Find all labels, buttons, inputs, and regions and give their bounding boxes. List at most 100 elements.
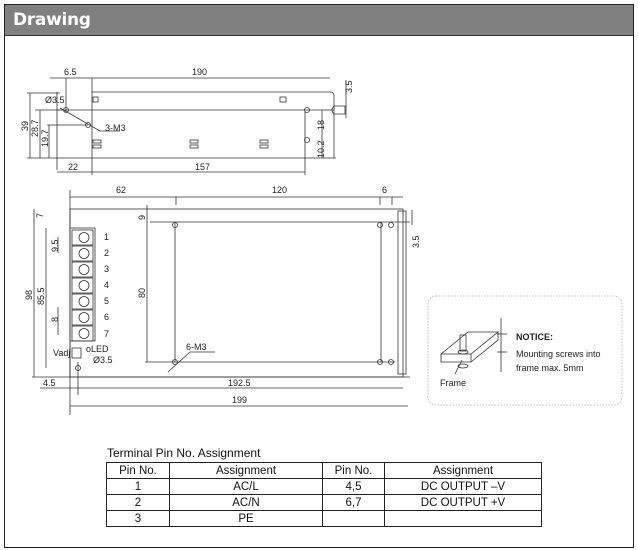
drawing-line (459, 334, 467, 352)
dimension-label: 9.5 (50, 239, 60, 252)
drawing-line (78, 328, 90, 339)
section-header: Drawing (5, 5, 633, 36)
drawing-line (388, 222, 394, 228)
drawing-line (457, 363, 469, 369)
top-view: 6.5 190 Ø3.5 3-M3 22 157 39 28.7 19.7 3.… (20, 67, 354, 175)
vadj-potentiometer-icon (71, 347, 82, 359)
drawing-line (71, 309, 94, 326)
dimension-label: 6.5 (64, 67, 77, 77)
dimension-label: 157 (195, 162, 210, 172)
drawing-line (279, 96, 287, 103)
dimension-label: 4.5 (43, 378, 56, 388)
dimension-label: 98 (24, 290, 34, 300)
drawing-line (71, 261, 94, 278)
drawing-line (78, 248, 90, 259)
drawing-line: 62 120 6 1 2 3 4 5 6 7 Vadj oLED Ø3.5 6-… (24, 185, 421, 405)
pin-table-title: Terminal Pin No. Assignment (107, 446, 261, 460)
dimension-label: 3.5 (411, 235, 421, 248)
drawing-line (377, 359, 383, 365)
mount-hole-icon (304, 107, 310, 113)
drawing-line (172, 222, 178, 228)
drawing-line (92, 139, 102, 144)
drawing-line (78, 264, 90, 275)
dimension-label: 6 (382, 185, 387, 195)
dimension-label: 28.7 (30, 119, 40, 137)
drawing-line (59, 107, 101, 132)
dimension-label: 6 (104, 312, 109, 322)
drawing-line (189, 144, 199, 149)
dimension-label: 3.5 (344, 80, 354, 93)
drawing-line (427, 295, 623, 406)
drawing-line (78, 296, 90, 307)
dimension-label: 80 (137, 288, 147, 298)
dimension-label: 85.5 (36, 287, 46, 305)
drawing-line (71, 325, 94, 342)
dimension-label: 3 (104, 264, 109, 274)
drawing-line (388, 359, 394, 365)
dimension-label: Ø3.5 (93, 355, 113, 365)
drawing-line (71, 277, 94, 294)
dimension-label: 7 (104, 329, 109, 339)
dimension-label: 3-M3 (105, 123, 126, 133)
drawing-line (397, 210, 407, 375)
drawing-line: 6.5 190 Ø3.5 3-M3 22 157 39 28.7 19.7 3.… (20, 67, 354, 172)
drawing-line (329, 91, 335, 158)
drawing-line (189, 139, 199, 144)
dimension-label: Frame (440, 378, 466, 388)
dimension-label: Ø3.5 (45, 95, 65, 105)
drawing-line (92, 96, 99, 103)
front-view: 62 120 6 1 2 3 4 5 6 7 Vadj oLED Ø3.5 6-… (24, 185, 421, 415)
dimension-label: 120 (272, 185, 287, 195)
drawing-line (71, 245, 94, 262)
notice-box: NOTICE: Mounting screws into frame max. … (427, 295, 623, 406)
drawing-line: NOTICE: Mounting screws into frame max. … (440, 332, 601, 388)
vent-slots (92, 139, 269, 149)
dimension-label: NOTICE: (516, 332, 553, 342)
drawing-line (440, 332, 499, 363)
drawing-line (259, 144, 269, 149)
dimension-label: 192.5 (228, 378, 251, 388)
dimension-label: 9 (137, 215, 147, 220)
dimension-label: frame max. 5mm (516, 363, 584, 373)
dimension-label: 7 (35, 213, 45, 218)
dimension-label: 1 (104, 232, 109, 242)
section-title: Drawing (13, 10, 91, 30)
drawing-line (259, 139, 269, 144)
dimension-label: Vadj (53, 348, 70, 358)
dimension-label: 39 (20, 121, 30, 131)
drawing-line (167, 351, 191, 373)
dimension-label: Mounting screws into (516, 349, 601, 359)
mount-hole-icon (85, 122, 91, 128)
screw-frame-icon (439, 318, 507, 375)
drawing-line (71, 293, 94, 310)
dimension-label: oLED (86, 344, 109, 354)
dimension-label: 10.2 (316, 140, 326, 158)
dimension-label: 2 (104, 248, 109, 258)
mount-hole-icon (304, 137, 310, 143)
dimension-label: 19.7 (40, 129, 50, 147)
dimension-label: 62 (116, 185, 126, 195)
dimension-label: 22 (68, 162, 78, 172)
drawing-line (69, 208, 404, 378)
dimension-label: 8 (50, 317, 60, 322)
terminal-numbers: 1 2 3 4 5 6 7 (104, 232, 109, 339)
drawing-line (71, 229, 94, 246)
drawing-line (454, 359, 463, 375)
dimension-label: 190 (192, 67, 207, 77)
drawing-line (457, 349, 469, 355)
drawing-line (439, 331, 500, 355)
drawing-line (78, 280, 90, 291)
dimension-label: 18 (316, 120, 326, 130)
dimension-label: 5 (104, 296, 109, 306)
drawing-line (377, 222, 383, 228)
drawing-line (172, 359, 178, 365)
drawing-line (92, 144, 102, 149)
drawing-panel (4, 4, 634, 548)
mount-holes (172, 222, 394, 365)
drawing-line (78, 312, 90, 323)
